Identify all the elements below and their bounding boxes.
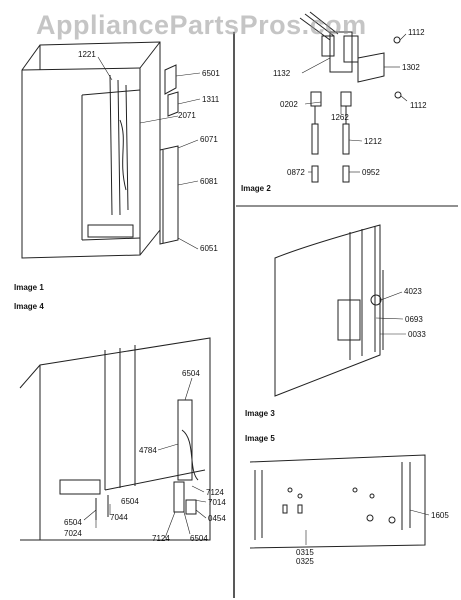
part-label: 7124 [206,488,224,497]
part-label: 0325 [296,557,314,566]
part-label: 0315 [296,548,314,557]
part-label: 6501 [202,69,220,78]
part-1262 [340,91,352,107]
part-6501 [164,64,177,95]
part-label: 0952 [362,168,380,177]
part-0952 [342,165,350,183]
image3-cabinet [274,224,384,397]
image1-leaders [97,56,201,250]
part-label: 2071 [178,111,196,120]
image5-leaders [305,509,430,545]
part-label: 6504 [190,534,208,543]
part-label: 0033 [408,330,426,339]
watermark-text: AppliancePartsPros.com [36,10,367,40]
part-label: 0202 [280,100,298,109]
part-label: 6081 [200,177,218,186]
part-0454 [185,499,197,515]
part-label: 7024 [64,529,82,538]
part-0872 [311,165,319,183]
part-label: 1221 [78,50,96,59]
part-label: 1112 [410,101,427,110]
part-label: 7044 [110,513,128,522]
screw-1112-top [393,36,401,44]
part-6051 [159,145,179,245]
part-label: 1132 [273,69,291,78]
image2-valve [299,11,402,183]
part-label: 6071 [200,135,218,144]
image1-cabinet [21,41,179,259]
part-label: 6504 [121,497,139,506]
caption-image2: Image 2 [241,184,271,193]
part-label: 1212 [364,137,382,146]
part-label: 1302 [402,63,420,72]
screw-1112-right [394,91,402,99]
part-label: 1605 [431,511,449,520]
part-7124 [173,481,185,513]
part-label: 6051 [200,244,218,253]
part-label: 4023 [404,287,422,296]
part-label: 6504 [182,369,200,378]
part-0202 [310,91,322,107]
part-label: 1112 [408,28,425,37]
part-label: 0693 [405,315,423,324]
image5-panel [249,454,426,549]
part-label: 1311 [202,95,220,104]
part-label: 0872 [287,168,305,177]
part-label: 4784 [139,446,157,455]
image3-leaders [375,291,406,335]
part-1302 [357,52,385,83]
caption-image4: Image 4 [14,302,44,311]
part-label: 1262 [331,113,349,122]
image4-cabinet [19,337,211,541]
part-label: 0454 [208,514,226,523]
part-label: 7124 [152,534,170,543]
caption-image3: Image 3 [245,409,275,418]
part-label: 7014 [208,498,226,507]
image4-leaders [83,377,207,539]
part-label: 6504 [64,518,82,527]
image2-leaders [301,33,408,173]
caption-image5: Image 5 [245,434,275,443]
caption-image1: Image 1 [14,283,44,292]
